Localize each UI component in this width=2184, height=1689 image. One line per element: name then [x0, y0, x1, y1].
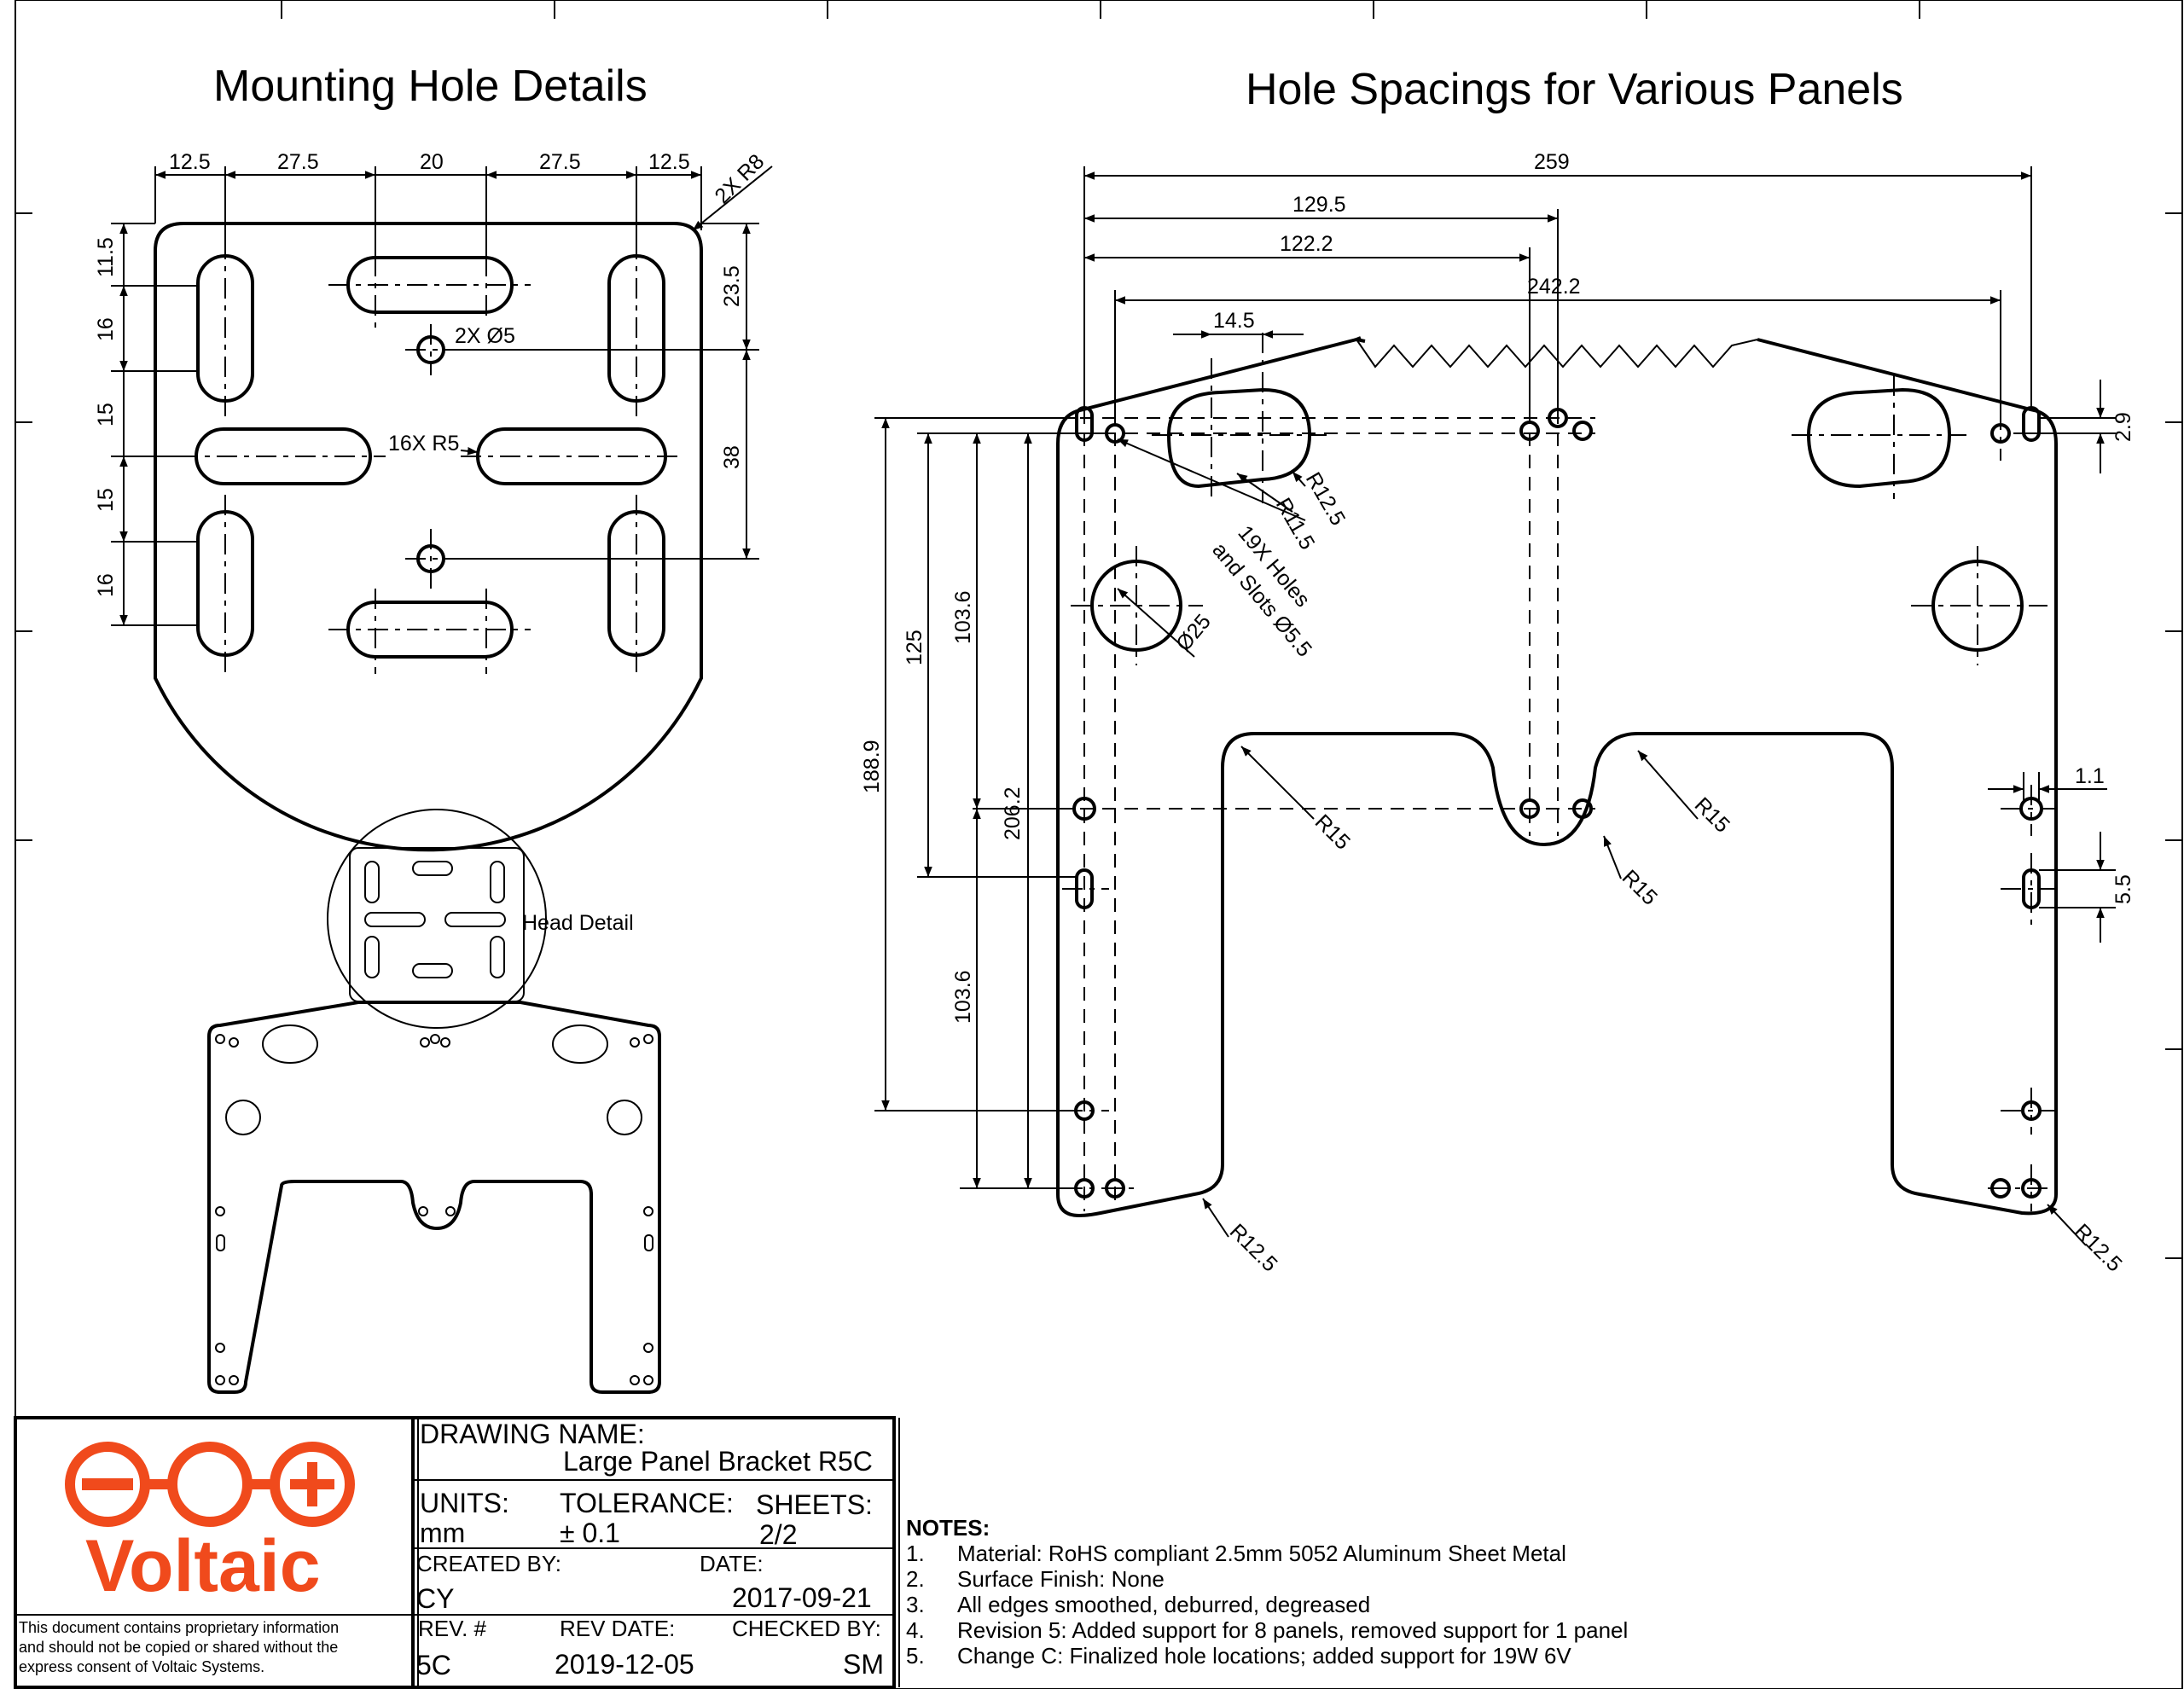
label-small-hole: 2X Ø5 — [455, 324, 515, 348]
dim-5-5: 5.5 — [2111, 874, 2135, 904]
dim-left-4: 15 — [94, 488, 118, 512]
radius-r12-5-bottom-left: R12.5 — [1225, 1219, 1282, 1276]
disclaimer-line-2: and should not be copied or shared witho… — [19, 1639, 338, 1656]
sheets-label: SHEETS: — [756, 1489, 873, 1520]
voltaic-logo: Voltaic — [65, 1442, 355, 1607]
dim-129-5: 129.5 — [1292, 193, 1346, 217]
rev-value: 5C — [416, 1650, 451, 1680]
note-4-num: 4. — [906, 1617, 925, 1643]
dim-right-1: 23.5 — [720, 265, 744, 307]
note-3-num: 3. — [906, 1592, 925, 1617]
dim-14-5: 14.5 — [1213, 309, 1255, 333]
dim-top-5: 12.5 — [648, 150, 690, 174]
radius-r15-left: R15 — [1310, 810, 1355, 854]
note-5-num: 5. — [906, 1643, 925, 1669]
bracket-thumbnail: Head Detail — [207, 809, 661, 1394]
created-by-value: CY — [416, 1583, 454, 1614]
date-value: 2017-09-21 — [732, 1582, 872, 1613]
note-4-text: Revision 5: Added support for 8 panels, … — [957, 1617, 1628, 1643]
title-block: Voltaic This document contains proprieta… — [14, 1416, 900, 1689]
head-plate-outline — [154, 222, 703, 852]
break-line — [1356, 339, 1758, 369]
checked-by-label: CHECKED BY: — [732, 1616, 881, 1641]
dim-188-9: 188.9 — [860, 740, 884, 793]
dim-206-2: 206.2 — [1001, 786, 1025, 840]
dim-1-1: 1.1 — [2075, 764, 2105, 788]
tolerance-label: TOLERANCE: — [560, 1488, 734, 1518]
radius-r15-right: R15 — [1690, 792, 1734, 837]
rev-date-label: REV DATE: — [560, 1616, 675, 1641]
checked-by-value: SM — [843, 1649, 884, 1680]
dim-corner-radius: 2X R8 — [710, 149, 769, 208]
note-3-text: All edges smoothed, deburred, degreased — [957, 1592, 1370, 1617]
sheets-value: 2/2 — [759, 1519, 797, 1550]
dim-left-3: 15 — [94, 403, 118, 427]
units-label: UNITS: — [420, 1488, 509, 1518]
note-1-num: 1. — [906, 1541, 925, 1566]
bracket-top-left-edge — [1083, 338, 1357, 411]
note-5-text: Change C: Finalized hole locations; adde… — [957, 1643, 1571, 1669]
dim-103-6-top: 103.6 — [951, 590, 975, 644]
dim-top-3: 20 — [420, 150, 444, 174]
right-view-title: Hole Spacings for Various Panels — [1246, 65, 1903, 114]
large-slot-right — [1806, 387, 1952, 489]
note-2-num: 2. — [906, 1566, 925, 1592]
dim-103-6-bottom: 103.6 — [951, 970, 975, 1024]
note-2-text: Surface Finish: None — [957, 1566, 1165, 1592]
dim-259: 259 — [1534, 150, 1570, 174]
hole-spacing-view: 259 129.5 122.2 242.2 14.5 188.9 125 103… — [860, 150, 2135, 1276]
units-value: mm — [420, 1518, 465, 1548]
note-1-text: Material: RoHS compliant 2.5mm 5052 Alum… — [957, 1541, 1566, 1566]
rev-date-value: 2019-12-05 — [555, 1649, 694, 1680]
thumbnail-outline — [207, 1001, 661, 1394]
notes-heading: NOTES: — [906, 1515, 990, 1541]
label-slot-radius: 16X R5 — [388, 432, 459, 456]
notes-block: NOTES: 1. Material: RoHS compliant 2.5mm… — [906, 1515, 1628, 1669]
dim-top-4: 27.5 — [539, 150, 581, 174]
radius-r12-5-bottom-right: R12.5 — [2070, 1219, 2127, 1276]
dim-top-1: 12.5 — [169, 150, 211, 174]
left-view-title: Mounting Hole Details — [213, 61, 648, 111]
dim-125: 125 — [903, 630, 926, 665]
dim-left-5: 16 — [94, 573, 118, 597]
tolerance-value: ± 0.1 — [560, 1518, 620, 1548]
dim-122-2: 122.2 — [1280, 232, 1333, 256]
disclaimer-line-1: This document contains proprietary infor… — [19, 1619, 339, 1636]
drawing-name: Large Panel Bracket R5C — [563, 1446, 873, 1477]
dim-top-2: 27.5 — [277, 150, 319, 174]
disclaimer-line-3: express consent of Voltaic Systems. — [19, 1658, 264, 1675]
rev-label: REV. # — [418, 1616, 487, 1641]
radius-r12-5-slot: R12.5 — [1301, 468, 1350, 530]
radius-r15-notch: R15 — [1618, 865, 1662, 909]
logo-wordmark: Voltaic — [85, 1525, 321, 1607]
head-detail-callout — [327, 809, 547, 1029]
radius-r11-5-slot: R11.5 — [1271, 494, 1320, 554]
head-detail-label: Head Detail — [522, 911, 634, 935]
dim-left-2: 16 — [94, 317, 118, 341]
sheet-border — [15, 0, 2183, 1689]
drawing-name-label: DRAWING NAME: — [420, 1419, 645, 1449]
dim-right-2: 38 — [720, 445, 744, 469]
dim-2-9: 2.9 — [2111, 412, 2135, 442]
dim-242-2: 242.2 — [1527, 275, 1581, 299]
dim-left-1: 11.5 — [94, 237, 118, 277]
large-slot-left — [1166, 387, 1312, 489]
date-label: DATE: — [700, 1551, 764, 1576]
mounting-hole-detail: 12.5 27.5 20 27.5 12.5 2X R8 11.5 16 15 … — [94, 149, 773, 852]
head-detail-plate — [349, 847, 525, 1002]
created-by-label: CREATED BY: — [416, 1551, 561, 1576]
